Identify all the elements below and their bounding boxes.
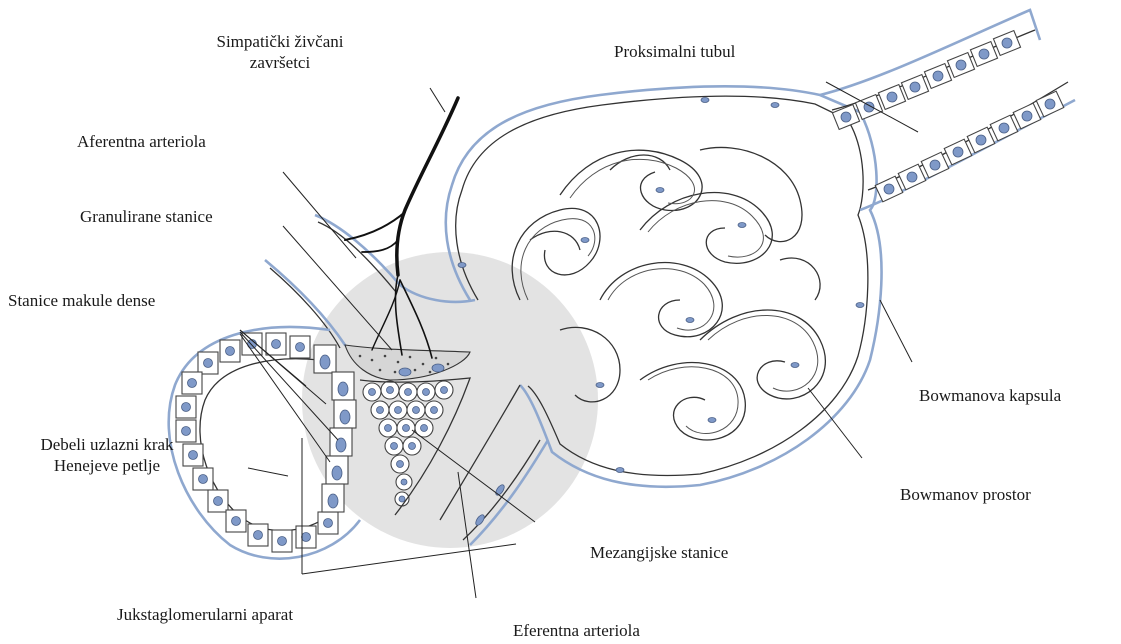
proximal-tubule-cell: [878, 85, 905, 110]
label-eferentna-arteriola: Eferentna arteriola: [513, 620, 640, 641]
label-granulirane-stanice: Granulirane stanice: [80, 206, 213, 227]
proximal-tubule-cell: [970, 42, 997, 67]
proximal-tubule-cell: [921, 152, 949, 178]
label-simpaticki-line2: završetci: [195, 52, 365, 73]
proximal-tubule-cell: [901, 75, 928, 100]
granular-nucleus: [399, 368, 411, 376]
proximal-tubule-cell: [990, 115, 1018, 141]
label-bowmanov-prostor: Bowmanov prostor: [900, 484, 1031, 505]
label-mezangijske-stanice: Mezangijske stanice: [590, 542, 728, 563]
label-aferentna-arteriola: Aferentna arteriola: [77, 131, 206, 152]
proximal-tubule-cell: [944, 139, 972, 165]
label-stanice-makule-dense: Stanice makule dense: [8, 290, 155, 311]
label-debeli-krak-line2: Henejeve petlje: [12, 455, 202, 476]
proximal-tubule-cell: [993, 31, 1020, 56]
label-simpaticki-line1: Simpatički živčani: [195, 31, 365, 52]
label-jukstaglomerularni-aparat: Jukstaglomerularni aparat: [117, 604, 293, 625]
proximal-tubule-cells: [832, 31, 1063, 202]
label-debeli-krak: Debeli uzlazni krak Henejeve petlje: [12, 434, 202, 476]
label-proksimalni-tubul: Proksimalni tubul: [614, 41, 735, 62]
proximal-tubule-cell: [967, 127, 995, 153]
proximal-tubule-cell: [1013, 103, 1041, 129]
proximal-tubule-cell: [875, 176, 903, 202]
granular-nucleus-b: [432, 364, 444, 372]
label-bowmanova-kapsula: Bowmanova kapsula: [919, 385, 1061, 406]
proximal-tubule-cell: [1036, 91, 1064, 117]
proximal-tubule-cell: [947, 53, 974, 78]
proximal-tubule-cell: [898, 164, 926, 190]
proximal-tubule-cell: [855, 95, 882, 120]
label-debeli-krak-line1: Debeli uzlazni krak: [12, 434, 202, 455]
label-simpaticki: Simpatički živčani završetci: [195, 31, 365, 73]
